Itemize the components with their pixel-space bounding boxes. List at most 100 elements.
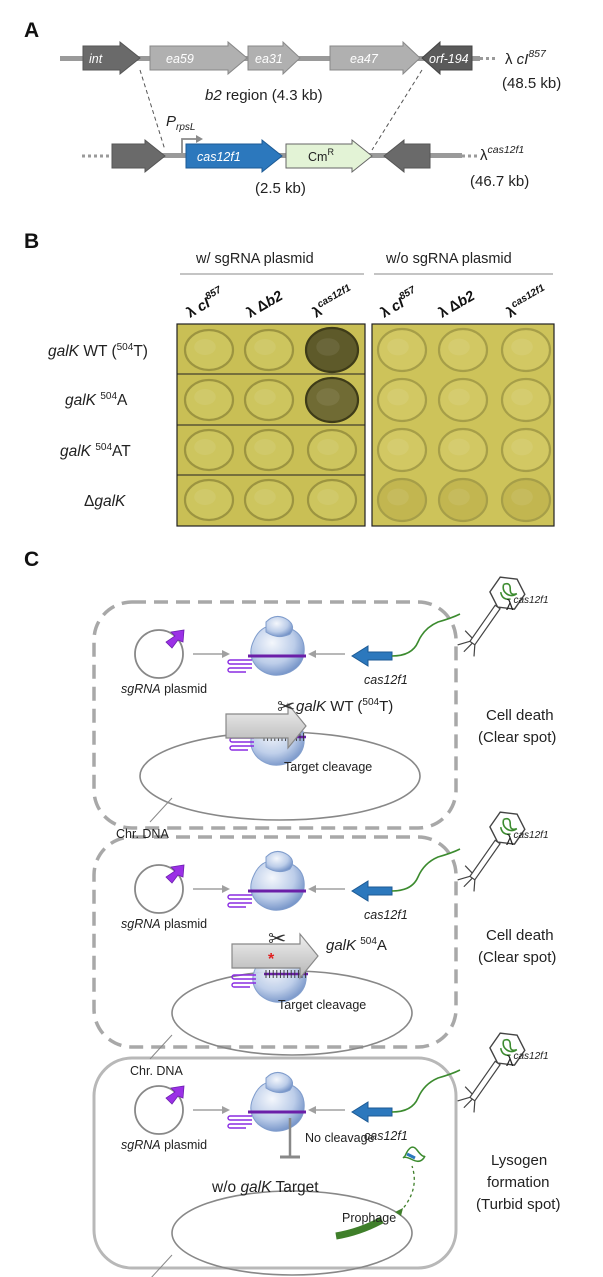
- phage-icon: [452, 569, 531, 663]
- phage-wt-label: λ cI857: [505, 48, 547, 68]
- plaque-spot: [243, 328, 295, 372]
- cas12f1-gene-arrow: [351, 880, 393, 902]
- plaque-spot: [500, 477, 552, 523]
- phage-label: λcas12f1: [506, 830, 549, 849]
- cas12f1-gene-label: cas12f1: [197, 150, 241, 164]
- cas12f1-gene-arrow: [351, 1101, 393, 1123]
- column-label: λ cI857: [377, 284, 422, 321]
- outcome-1-line-1: Cell death: [486, 707, 554, 724]
- plasmid-circle: [134, 1085, 184, 1135]
- target-cleavage-label: Target cleavage: [278, 998, 366, 1012]
- gene-int-label: int: [89, 52, 103, 66]
- plaque-spot: [500, 377, 552, 423]
- promoter-arrow: [181, 138, 196, 156]
- plasmid-label: sgRNA plasmid: [121, 917, 207, 931]
- phage-icon: [452, 1025, 531, 1119]
- plaque-spot: [243, 478, 295, 522]
- galk-target-arrow: [225, 702, 307, 750]
- prophage-segment: [335, 1216, 384, 1240]
- phage-eng-size: (46.7 kb): [470, 173, 529, 190]
- plaque-spot: [306, 428, 358, 472]
- gene-ea31-label: ea31: [255, 52, 283, 66]
- panel-a-label: A: [24, 19, 39, 42]
- phage-label: λcas12f1: [506, 595, 549, 614]
- group-with-sgRNA: w/ sgRNA plasmid: [195, 251, 314, 267]
- engineered-genome-map: cas12f1 CmR: [82, 138, 478, 174]
- phage-eng-label: λcas12f1: [480, 144, 524, 164]
- cmR-arrow: [285, 138, 373, 174]
- plaque-spot: [437, 427, 489, 473]
- flank-right-arrow: [383, 138, 431, 174]
- phage-wt-size: (48.5 kb): [502, 75, 561, 92]
- gene-int-arrow: [82, 40, 141, 76]
- plaque-spot: [376, 377, 428, 423]
- projection-lines: [139, 69, 423, 151]
- cell-2-target: galK 504A ✂ *: [231, 926, 387, 980]
- plaque-spot: [437, 327, 489, 373]
- panel-b-label: B: [24, 230, 39, 253]
- scissors-icon: ✂: [268, 926, 286, 951]
- gene-orf194-arrow: [421, 40, 473, 76]
- plaque-spot: [183, 328, 235, 372]
- plaque-spot: [437, 477, 489, 523]
- wt-genome-map: int ea59 ea31 ea47 orf-194: [60, 40, 498, 76]
- insert-size-label: (2.5 kb): [255, 180, 306, 197]
- galk-target-arrow: [231, 932, 319, 980]
- column-label: λ cI857: [183, 284, 228, 321]
- cmR-label: CmR: [308, 147, 334, 164]
- target-cleavage-label: Target cleavage: [284, 760, 372, 774]
- cell-3-target-label: w/o galK Target: [211, 1179, 319, 1196]
- outcome-2-line-2: (Clear spot): [478, 949, 556, 966]
- prophage-label: Prophage: [342, 1211, 396, 1225]
- outcome-3-line-1: Lysogen: [491, 1152, 547, 1169]
- sgRNA-gene-icon: [165, 864, 185, 884]
- sgRNA-gene-icon: [165, 1085, 185, 1105]
- chr-dna-label: Chr. DNA: [116, 827, 169, 841]
- row-label: ΔgalK: [84, 493, 126, 510]
- plaque-spots: [183, 326, 552, 523]
- gene-orf194-label: orf-194: [429, 52, 469, 66]
- cell-3-membrane: [92, 1056, 458, 1270]
- plaque-spot: [243, 428, 295, 472]
- plasmid-circle: [134, 864, 184, 914]
- outcome-3-line-2: formation: [487, 1174, 550, 1191]
- no-cleavage-label: No cleavage: [305, 1131, 375, 1145]
- column-label: λcas12f1: [309, 282, 358, 321]
- cell-3-target: No cleavage w/o galK Target Prophage: [211, 1118, 426, 1240]
- gene-ea59-label: ea59: [166, 52, 194, 66]
- plaque-spot: [306, 478, 358, 522]
- plaque-spot: [183, 478, 235, 522]
- cell-2-membrane: [92, 835, 458, 1049]
- cell-1-target-label: galK WT (504T): [296, 697, 393, 715]
- plasmid-label: sgRNA plasmid: [121, 682, 207, 696]
- phage-icon: [452, 804, 531, 898]
- chromosome-dna: [171, 1190, 413, 1276]
- mutation-asterisk-icon: *: [268, 951, 275, 968]
- plaque-spot: [304, 326, 360, 374]
- flank-left-arrow: [111, 138, 166, 174]
- gene-ea47-arrow: [329, 40, 421, 76]
- plaque-spot: [183, 428, 235, 472]
- plaque-spot: [304, 376, 360, 424]
- gene-ea47-label: ea47: [350, 52, 379, 66]
- group-without-sgRNA: w/o sgRNA plasmid: [385, 251, 512, 267]
- cell-1-membrane: [92, 600, 458, 830]
- plaque-spot: [376, 327, 428, 373]
- injected-phage-dna: [391, 1069, 461, 1113]
- plaque-spot: [500, 327, 552, 373]
- cas12f1-gene-label: cas12f1: [364, 1129, 408, 1143]
- column-label: λ Δb2: [244, 288, 286, 321]
- chr-dna-label: Chr. DNA: [130, 1064, 183, 1078]
- row-label: galK 504AT: [60, 442, 131, 460]
- sgRNA-gene-icon: [165, 629, 185, 649]
- phage-label: λcas12f1: [506, 1051, 549, 1070]
- cas12f1-gene-label: cas12f1: [364, 908, 408, 922]
- column-label: λcas12f1: [503, 282, 552, 321]
- integrating-phage-dna-icon: [402, 1146, 426, 1163]
- promoter-label: PrpsL: [166, 113, 195, 133]
- outcome-2-line-1: Cell death: [486, 927, 554, 944]
- cas12f1-complex-icon: [227, 851, 306, 911]
- plaque-spot: [376, 477, 428, 523]
